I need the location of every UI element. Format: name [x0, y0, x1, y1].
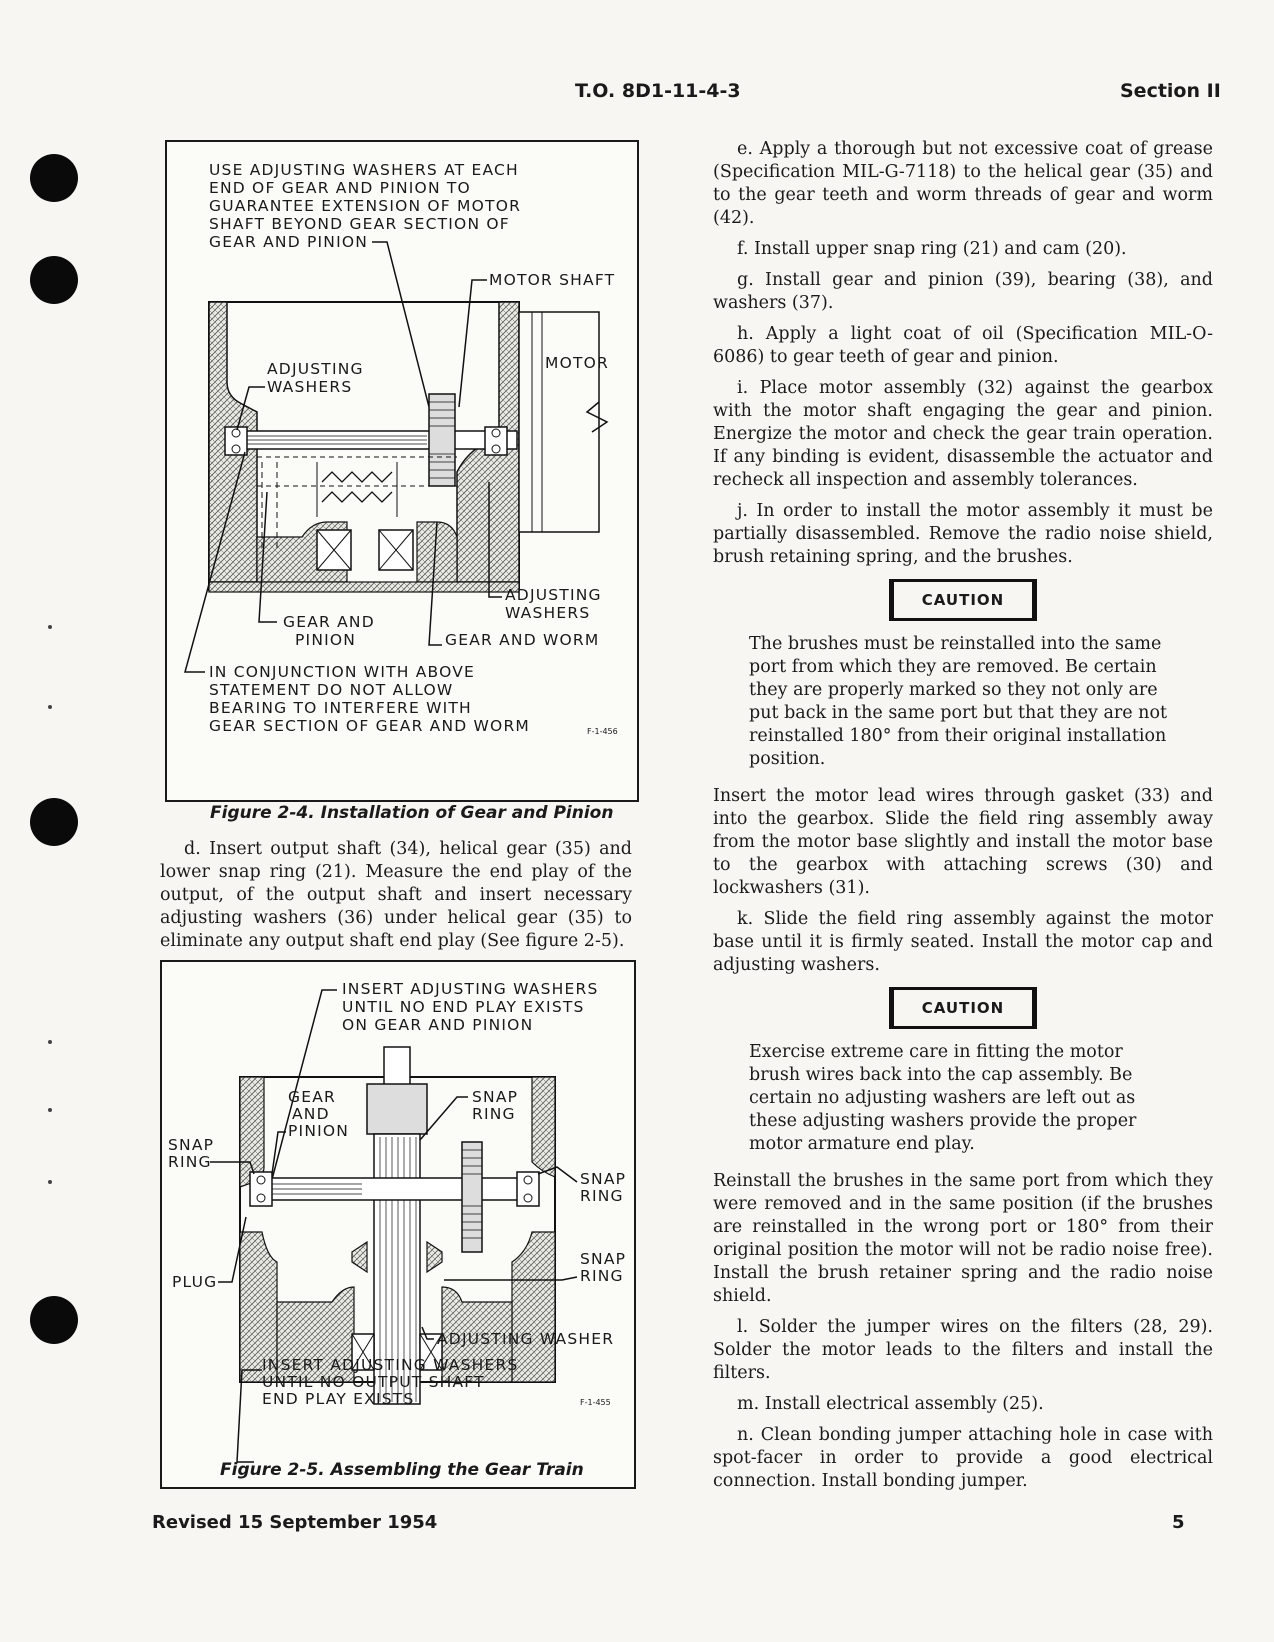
step-j: j. In order to install the motor assembl… — [713, 501, 1213, 567]
caution-text: The brushes must be reinstalled into the… — [749, 634, 1168, 769]
note-line: USE ADJUSTING WASHERS AT EACH — [209, 161, 519, 179]
note-line: STATEMENT DO NOT ALLOW — [209, 681, 453, 699]
margin-mark — [48, 705, 52, 709]
label-motor-shaft: MOTOR SHAFT — [489, 271, 615, 289]
label-adjusting-washers-left: WASHERS — [267, 378, 352, 396]
margin-mark — [48, 1180, 52, 1184]
label-plug: PLUG — [172, 1273, 217, 1291]
label-adjusting-washers-right: WASHERS — [505, 604, 590, 622]
note-line: INSERT ADJUSTING WASHERS — [342, 980, 598, 998]
label-snap-ring-top: SNAP — [472, 1088, 518, 1106]
right-column: e. Apply a thorough but not excessive co… — [713, 138, 1213, 1501]
step-e: e. Apply a thorough but not excessive co… — [713, 139, 1213, 228]
note-line: END OF GEAR AND PINION TO — [209, 179, 471, 197]
paragraph-motor-lead-wires: Insert the motor lead wires through gask… — [713, 786, 1213, 898]
note-bearing-interference: IN CONJUNCTION WITH ABOVE STATEMENT DO N… — [209, 663, 530, 735]
label-snap-ring-left: SNAP — [168, 1136, 214, 1154]
label-adjusting-washers-right: ADJUSTING — [505, 586, 602, 604]
note-line: UNTIL NO OUTPUT SHAFT — [262, 1373, 485, 1391]
figure-2-4: USE ADJUSTING WASHERS AT EACH END OF GEA… — [165, 140, 639, 802]
figure-2-5: INSERT ADJUSTING WASHERS UNTIL NO END PL… — [160, 960, 636, 1489]
revision-date: Revised 15 September 1954 — [152, 1512, 438, 1533]
note-line: INSERT ADJUSTING WASHERS — [262, 1356, 518, 1374]
note-output-shaft-end-play: INSERT ADJUSTING WASHERS UNTIL NO OUTPUT… — [262, 1356, 518, 1408]
paragraph-reinstall-brushes: Reinstall the brushes in the same port f… — [713, 1171, 1213, 1306]
label-gear-and-pinion: PINION — [295, 631, 356, 649]
step-k: k. Slide the field ring assembly against… — [713, 909, 1213, 975]
label-motor: MOTOR — [545, 354, 609, 372]
margin-mark — [48, 1040, 52, 1044]
label-snap-ring-right-lower: SNAP — [580, 1250, 626, 1268]
label-snap-ring-right: RING — [580, 1187, 624, 1205]
step-f: f. Install upper snap ring (21) and cam … — [737, 239, 1127, 259]
binder-hole-3 — [30, 798, 78, 846]
step-m: m. Install electrical assembly (25). — [737, 1394, 1044, 1414]
caution-label: CAUTION — [889, 987, 1037, 1029]
figure-2-4-caption: Figure 2-4. Installation of Gear and Pin… — [210, 803, 614, 823]
page-number: 5 — [1172, 1512, 1185, 1533]
note-line: ON GEAR AND PINION — [342, 1016, 533, 1034]
label-snap-ring-right-lower: RING — [580, 1267, 624, 1285]
step-n: n. Clean bonding jumper attaching hole i… — [713, 1425, 1213, 1491]
gear-pinion-diagram: USE ADJUSTING WASHERS AT EACH END OF GEA… — [184, 161, 618, 736]
step-g: g. Install gear and pinion (39), bearing… — [713, 270, 1213, 313]
label-gear-and-pinion: AND — [292, 1105, 330, 1123]
section-label: Section II — [1120, 80, 1221, 102]
label-adjusting-washer: ADJUSTING WASHER — [437, 1330, 614, 1348]
label-gear-and-worm: GEAR AND WORM — [445, 631, 599, 649]
figure-code: F-1-456 — [587, 727, 618, 736]
figure-2-5-caption: Figure 2-5. Assembling the Gear Train — [220, 1460, 584, 1480]
left-column: d. Insert output shaft (34), helical gea… — [160, 838, 632, 961]
label-gear-and-pinion: GEAR AND — [283, 613, 375, 631]
binder-hole-1 — [30, 154, 78, 202]
figure-code: F-1-455 — [580, 1398, 611, 1407]
step-l: l. Solder the jumper wires on the filter… — [713, 1317, 1213, 1383]
margin-mark — [48, 1108, 52, 1112]
note-line: UNTIL NO END PLAY EXISTS — [342, 998, 585, 1016]
step-i: i. Place motor assembly (32) against the… — [713, 378, 1213, 490]
label-snap-ring-right: SNAP — [580, 1170, 626, 1188]
note-line: GEAR AND PINION — [209, 233, 368, 251]
note-line: GEAR SECTION OF GEAR AND WORM — [209, 717, 530, 735]
doc-number: T.O. 8D1-11-4-3 — [575, 80, 741, 102]
label-gear-and-pinion: GEAR — [288, 1088, 336, 1106]
note-line: IN CONJUNCTION WITH ABOVE — [209, 663, 475, 681]
note-line: END PLAY EXISTS — [262, 1390, 415, 1408]
gear-train-diagram: INSERT ADJUSTING WASHERS UNTIL NO END PL… — [168, 980, 626, 1463]
caution-label: CAUTION — [889, 579, 1037, 621]
label-gear-and-pinion: PINION — [288, 1122, 349, 1140]
note-insert-adjusting-washers: INSERT ADJUSTING WASHERS UNTIL NO END PL… — [342, 980, 598, 1034]
label-snap-ring-top: RING — [472, 1105, 516, 1123]
margin-mark — [48, 625, 52, 629]
step-d: d. Insert output shaft (34), helical gea… — [160, 839, 632, 951]
label-snap-ring-left: RING — [168, 1153, 212, 1171]
binder-hole-2 — [30, 256, 78, 304]
caution-text: Exercise extreme care in fitting the mot… — [749, 1042, 1137, 1154]
note-line: SHAFT BEYOND GEAR SECTION OF — [209, 215, 510, 233]
note-line: BEARING TO INTERFERE WITH — [209, 699, 472, 717]
binder-hole-4 — [30, 1296, 78, 1344]
note-adjusting-washers: USE ADJUSTING WASHERS AT EACH END OF GEA… — [209, 161, 521, 251]
note-line: GUARANTEE EXTENSION OF MOTOR — [209, 197, 521, 215]
step-h: h. Apply a light coat of oil (Specificat… — [713, 324, 1213, 367]
label-adjusting-washers-left: ADJUSTING — [267, 360, 364, 378]
